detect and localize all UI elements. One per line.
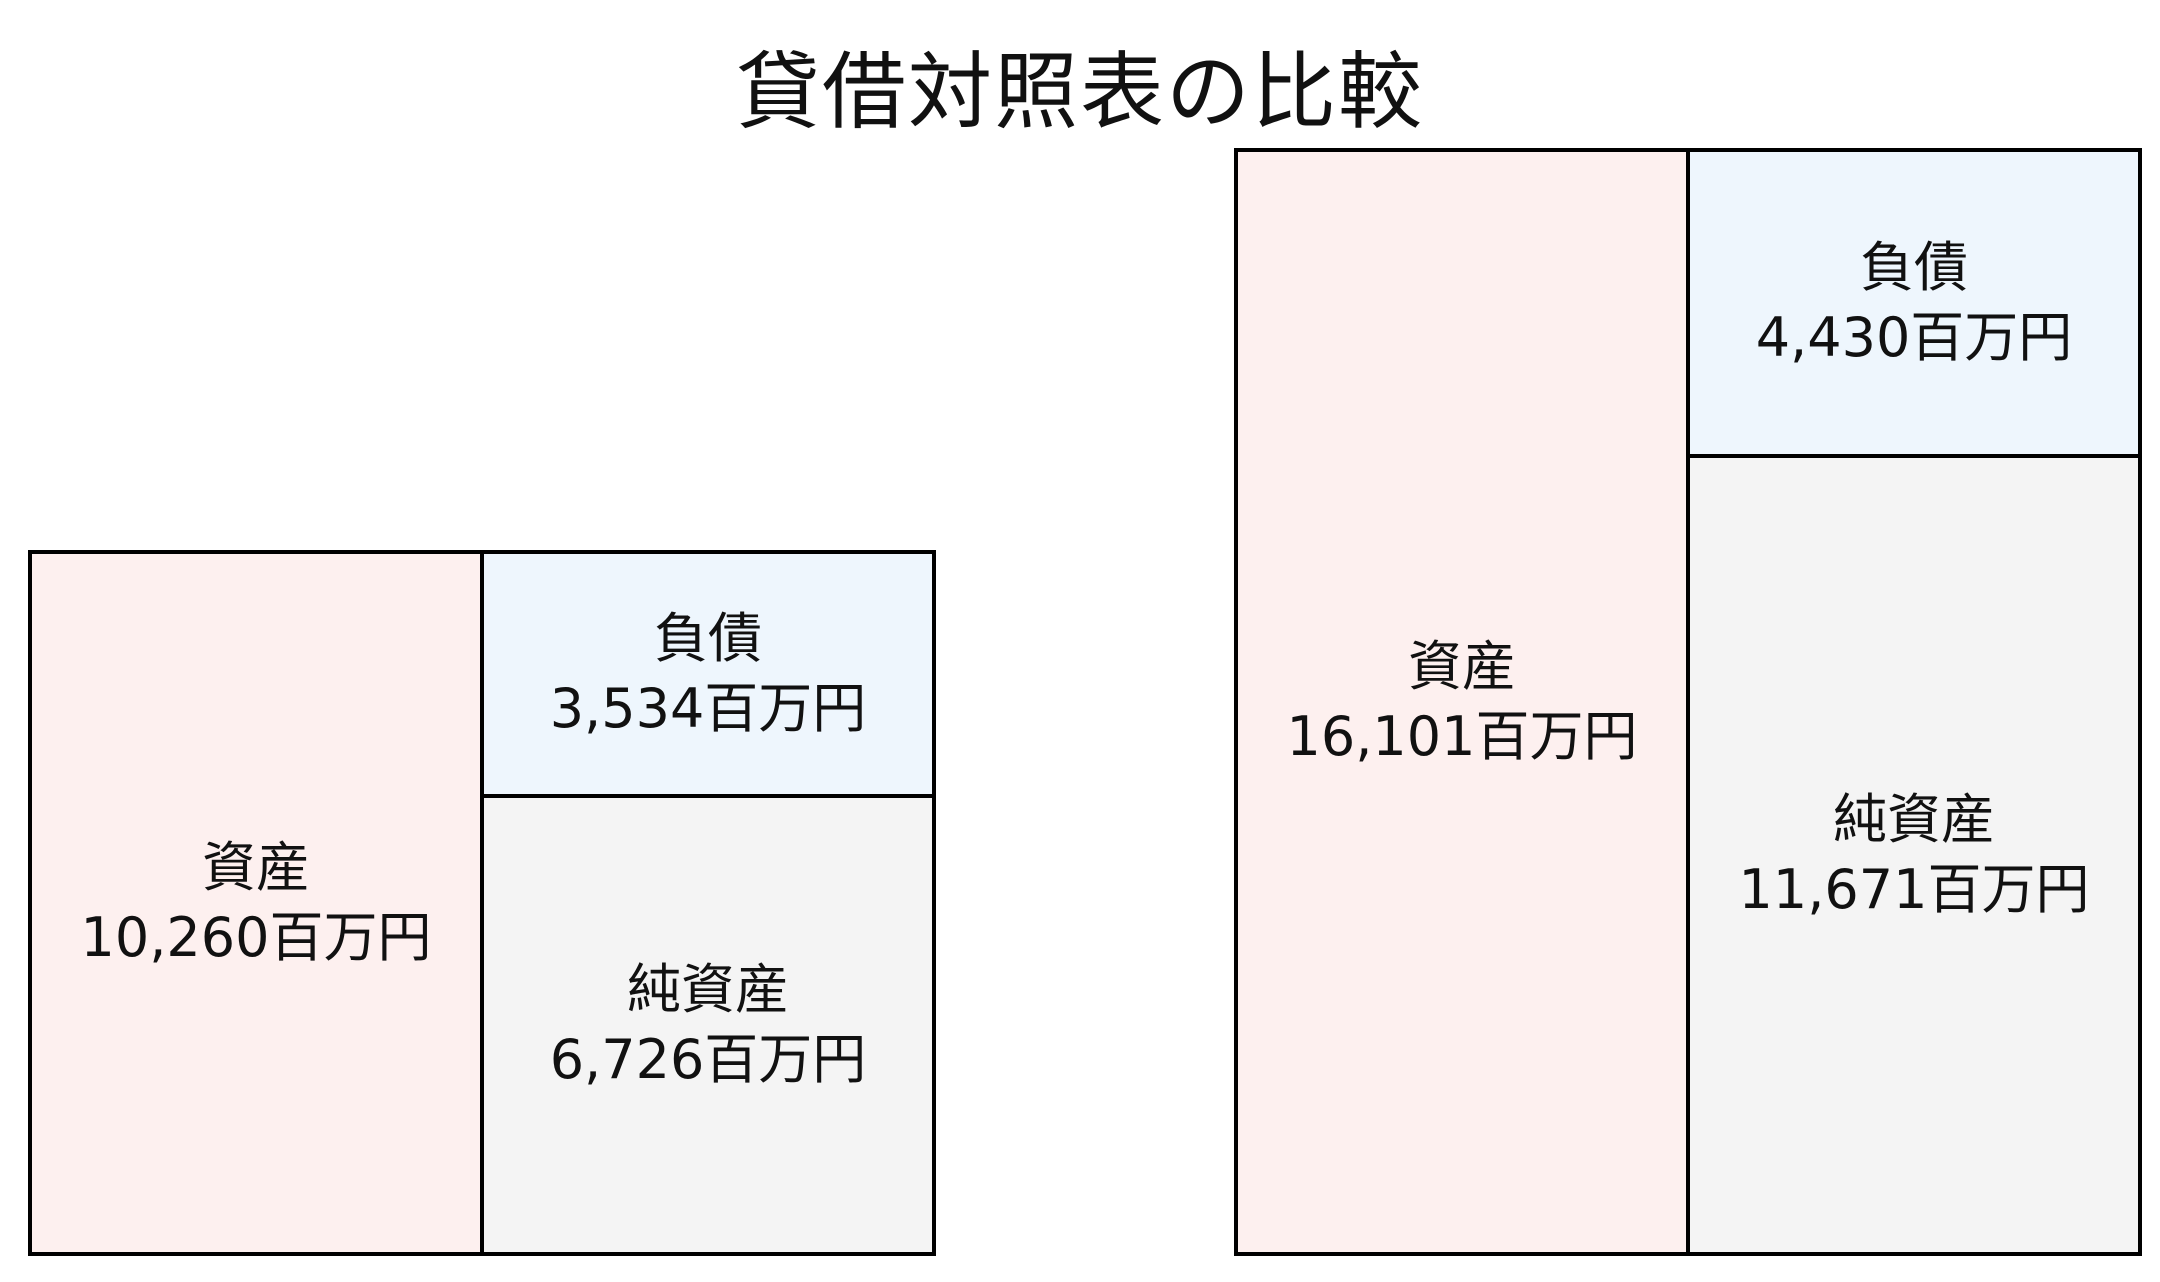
assets-box-right: 資産 16,101百万円 <box>1234 148 1690 1256</box>
assets-value-right: 16,101百万円 <box>1286 705 1638 768</box>
net-assets-value-left: 6,726百万円 <box>549 1028 867 1091</box>
net-assets-box-left: 純資産 6,726百万円 <box>480 794 936 1256</box>
net-assets-box-right: 純資産 11,671百万円 <box>1686 454 2142 1256</box>
assets-box-left: 資産 10,260百万円 <box>28 550 484 1256</box>
net-assets-label-right: 純資産 <box>1833 788 1995 851</box>
diagram-title: 貸借対照表の比較 <box>735 43 1424 141</box>
assets-label-right: 資産 <box>1408 635 1516 698</box>
net-assets-value-right: 11,671百万円 <box>1738 858 2090 921</box>
net-assets-label-left: 純資産 <box>627 958 789 1021</box>
liabilities-box-right: 負債 4,430百万円 <box>1686 148 2142 458</box>
liabilities-label-right: 負債 <box>1860 236 1968 299</box>
assets-value-left: 10,260百万円 <box>80 906 432 969</box>
liabilities-box-left: 負債 3,534百万円 <box>480 550 936 798</box>
liabilities-label-left: 負債 <box>654 607 762 670</box>
liabilities-value-left: 3,534百万円 <box>549 677 867 740</box>
assets-label-left: 資産 <box>202 836 310 899</box>
liabilities-value-right: 4,430百万円 <box>1755 306 2073 369</box>
